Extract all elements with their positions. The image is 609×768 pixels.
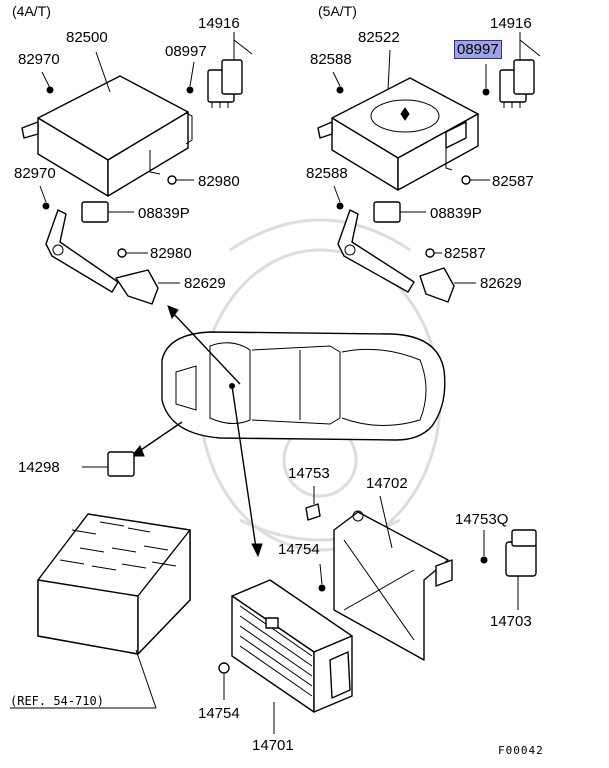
part-label-82980-bottom[interactable]: 82980 <box>150 245 192 262</box>
ecu-14701-illustration <box>218 579 353 734</box>
part-label-08997-right-selected[interactable]: 08997 <box>454 40 502 59</box>
part-label-14916-right[interactable]: 14916 <box>490 15 532 32</box>
part-label-14754-bottom[interactable]: 14754 <box>198 705 240 722</box>
part-label-08839p-left[interactable]: 08839P <box>138 205 190 222</box>
reference-note: (REF. 54-710) <box>10 694 104 708</box>
header-4at: (4A/T) <box>12 3 51 19</box>
part-label-14703[interactable]: 14703 <box>490 613 532 630</box>
location-arrows <box>130 305 263 558</box>
part-label-08997-left[interactable]: 08997 <box>165 43 207 60</box>
part-label-82588-top[interactable]: 82588 <box>310 51 352 68</box>
part-label-82629-left[interactable]: 82629 <box>184 275 226 292</box>
part-label-82629-right[interactable]: 82629 <box>480 275 522 292</box>
relay-14916-left-illustration <box>207 32 253 108</box>
junction-block-illustration <box>10 513 191 709</box>
relay-14916-right-illustration <box>499 32 541 108</box>
part-label-14298[interactable]: 14298 <box>18 459 60 476</box>
part-label-08839p-right[interactable]: 08839P <box>430 205 482 222</box>
relay-14703-illustration <box>480 529 537 610</box>
part-label-14753q[interactable]: 14753Q <box>455 511 509 528</box>
part-label-14701[interactable]: 14701 <box>252 737 294 754</box>
part-label-14702[interactable]: 14702 <box>366 475 408 492</box>
part-label-14916-left[interactable]: 14916 <box>198 15 240 32</box>
part-label-14754-top[interactable]: 14754 <box>278 541 320 558</box>
header-5at: (5A/T) <box>318 3 357 19</box>
part-label-82587-top[interactable]: 82587 <box>492 173 534 190</box>
bracket-14702-illustration <box>305 486 453 661</box>
part-label-82970-bottom[interactable]: 82970 <box>14 165 56 182</box>
tcu-4at-illustration <box>21 51 193 197</box>
part-label-82500[interactable]: 82500 <box>66 29 108 46</box>
bracket-82629-right-illustration <box>337 201 476 303</box>
part-label-14753[interactable]: 14753 <box>288 465 330 482</box>
part-label-82970-top[interactable]: 82970 <box>18 51 60 68</box>
left-fasteners <box>39 61 195 258</box>
right-fasteners <box>332 64 490 258</box>
part-label-82522[interactable]: 82522 <box>358 29 400 46</box>
tcu-5at-illustration <box>317 49 479 191</box>
bracket-82629-left-illustration <box>45 201 180 305</box>
relay-14298-illustration <box>82 451 135 477</box>
part-label-82587-bottom[interactable]: 82587 <box>444 245 486 262</box>
part-label-82588-bottom[interactable]: 82588 <box>306 165 348 182</box>
vehicle-outline-illustration <box>161 331 446 441</box>
figure-code: F00042 <box>498 744 544 757</box>
part-label-82980-top[interactable]: 82980 <box>198 173 240 190</box>
